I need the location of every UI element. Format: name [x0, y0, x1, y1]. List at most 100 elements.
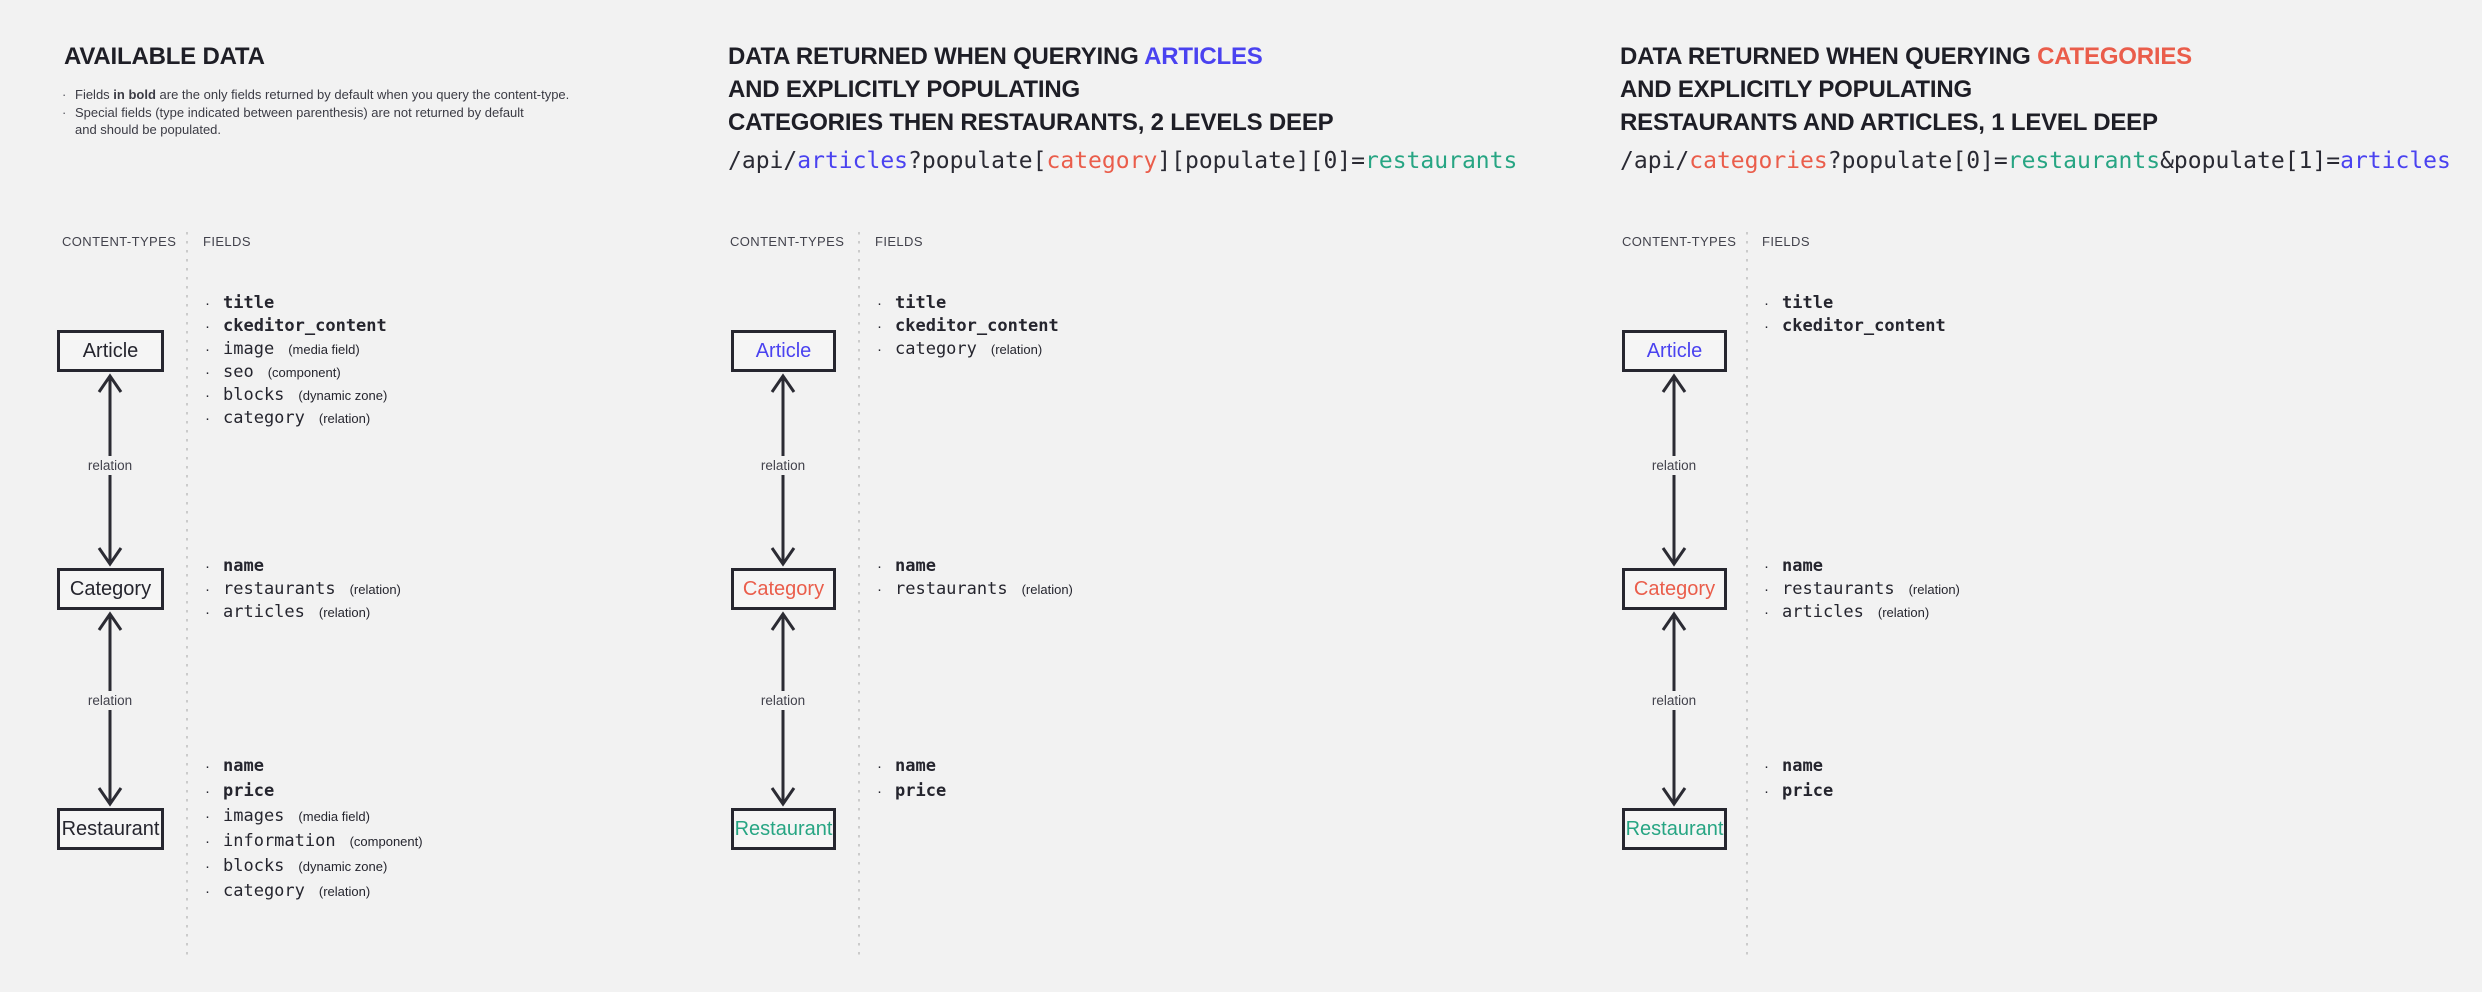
text-line: ·Special fields (type indicated between … — [62, 104, 569, 122]
bullet-icon: · — [205, 758, 210, 775]
field-row: ·category(relation) — [205, 407, 401, 430]
field-row: ·title — [1764, 292, 1960, 315]
content-type-label: Category — [69, 578, 152, 600]
text-segment: Fields — [75, 87, 114, 102]
field-name: price — [223, 781, 275, 801]
field-list-article: ·title·ckeditor_content·category(relatio… — [877, 292, 1073, 361]
field-row: ·name — [205, 754, 423, 779]
field-list-category: ·name·restaurants(relation) — [877, 555, 1073, 601]
content-type-box-category: Category — [731, 568, 836, 610]
content-types-header: CONTENT-TYPES — [1622, 234, 1737, 249]
text-line: RESTAURANTS AND ARTICLES, 1 LEVEL DEEP — [1620, 106, 2192, 139]
bullet-icon: · — [205, 808, 210, 825]
content-type-label: Restaurant — [1625, 818, 1724, 840]
text-segment: AVAILABLE DATA — [64, 43, 265, 70]
field-name: name — [223, 556, 264, 576]
field-row: ·name — [1764, 754, 1847, 779]
text-line: DATA RETURNED WHEN QUERYING CATEGORIES — [1620, 40, 2192, 73]
text-segment: ?populate[ — [908, 148, 1047, 174]
field-type: (relation) — [990, 342, 1043, 357]
field-type: (relation) — [318, 884, 371, 899]
content-type-box-article: Article — [731, 330, 836, 372]
text-segment: articles — [797, 148, 909, 174]
bullet-icon: · — [877, 558, 882, 575]
text-segment: category — [1046, 148, 1158, 174]
field-row: ·restaurants(relation) — [205, 578, 401, 601]
field-row: · ckeditor_content — [1764, 315, 1960, 338]
fields-header: FIELDS — [203, 234, 251, 249]
content-type-label: Category — [742, 578, 825, 600]
field-list-category: · name·restaurants(relation)·articles(rel… — [205, 555, 401, 624]
text-segment: restaurants — [2007, 148, 2161, 174]
text-segment: &populate[1]= — [2160, 148, 2341, 174]
content-type-box-category: Category — [1622, 568, 1727, 610]
field-name: name — [895, 556, 936, 576]
bullet-icon: · — [205, 604, 210, 621]
bullet-icon: · — [877, 341, 882, 358]
field-name: category — [223, 408, 305, 428]
field-list-restaurant: ·name·price — [1764, 754, 1847, 804]
text-segment: CATEGORIES — [2037, 43, 2192, 70]
content-type-label: Restaurant — [734, 818, 833, 840]
content-types-header: CONTENT-TYPES — [730, 234, 845, 249]
content-type-label: Restaurant — [61, 818, 160, 840]
text-segment: ?populate[0]= — [1827, 148, 2008, 174]
field-row: ·seo(component) — [205, 361, 401, 384]
bullet-icon: · — [62, 104, 67, 120]
bullet-icon: · — [1764, 318, 1769, 335]
bullet-icon: · — [1764, 558, 1769, 575]
column-divider — [1746, 232, 1748, 955]
field-name: restaurants — [1782, 579, 1895, 599]
text-segment: AND EXPLICITLY POPULATING — [1620, 76, 1972, 103]
field-name: information — [223, 831, 336, 851]
text-segment: are the only fields returned by default … — [155, 87, 570, 102]
bullet-icon: · — [205, 364, 210, 381]
bullet-icon: · — [205, 558, 210, 575]
field-name: title — [895, 293, 947, 313]
bullet-icon: · — [877, 295, 882, 312]
field-row: ·blocks(dynamic zone) — [205, 384, 401, 407]
bullet-icon: · — [205, 858, 210, 875]
text-segment: DATA RETURNED WHEN QUERYING — [728, 43, 1145, 70]
field-type: (relation) — [318, 605, 371, 620]
field-row: ·restaurants(relation) — [1764, 578, 1960, 601]
field-name: category — [223, 881, 305, 901]
field-name: title — [223, 293, 275, 313]
text-segment: ARTICLES — [1144, 43, 1263, 70]
content-type-box-article: Article — [1622, 330, 1727, 372]
field-name: ckeditor_content — [1782, 316, 1946, 336]
field-row: ·title — [205, 292, 401, 315]
field-name: blocks — [223, 856, 285, 876]
field-row: · title — [877, 292, 1073, 315]
field-list-restaurant: ·name·price — [877, 754, 960, 804]
bullet-icon: · — [877, 783, 882, 800]
api-path: /api/articles?populate[category][populat… — [728, 148, 1517, 174]
field-row: · name — [205, 555, 401, 578]
field-name: name — [895, 756, 936, 776]
content-type-box-restaurant: Restaurant — [57, 808, 164, 850]
relation-label: relation — [1646, 456, 1702, 475]
field-row: ·articles(relation) — [205, 601, 401, 624]
text-segment: and should be populated. — [75, 122, 222, 137]
field-row: · price — [205, 779, 423, 804]
bullet-icon: · — [205, 783, 210, 800]
text-line: DATA RETURNED WHEN QUERYING ARTICLES — [728, 40, 1333, 73]
field-row: ·name — [1764, 555, 1960, 578]
field-type: (relation) — [1877, 605, 1930, 620]
bullet-icon: · — [62, 87, 67, 102]
column-divider — [186, 232, 188, 955]
field-row: ·images(media field) — [205, 804, 423, 829]
relation-label: relation — [755, 456, 811, 475]
column-divider — [858, 232, 860, 955]
fields-header: FIELDS — [875, 234, 923, 249]
bullet-icon: · — [1764, 604, 1769, 621]
field-row: ·ckeditor_content — [205, 315, 401, 338]
text-segment: /api/ — [728, 148, 798, 174]
field-name: seo — [223, 362, 254, 382]
bullet-icon: · — [205, 581, 210, 598]
field-name: title — [1782, 293, 1834, 313]
field-name: ckeditor_content — [895, 316, 1059, 336]
